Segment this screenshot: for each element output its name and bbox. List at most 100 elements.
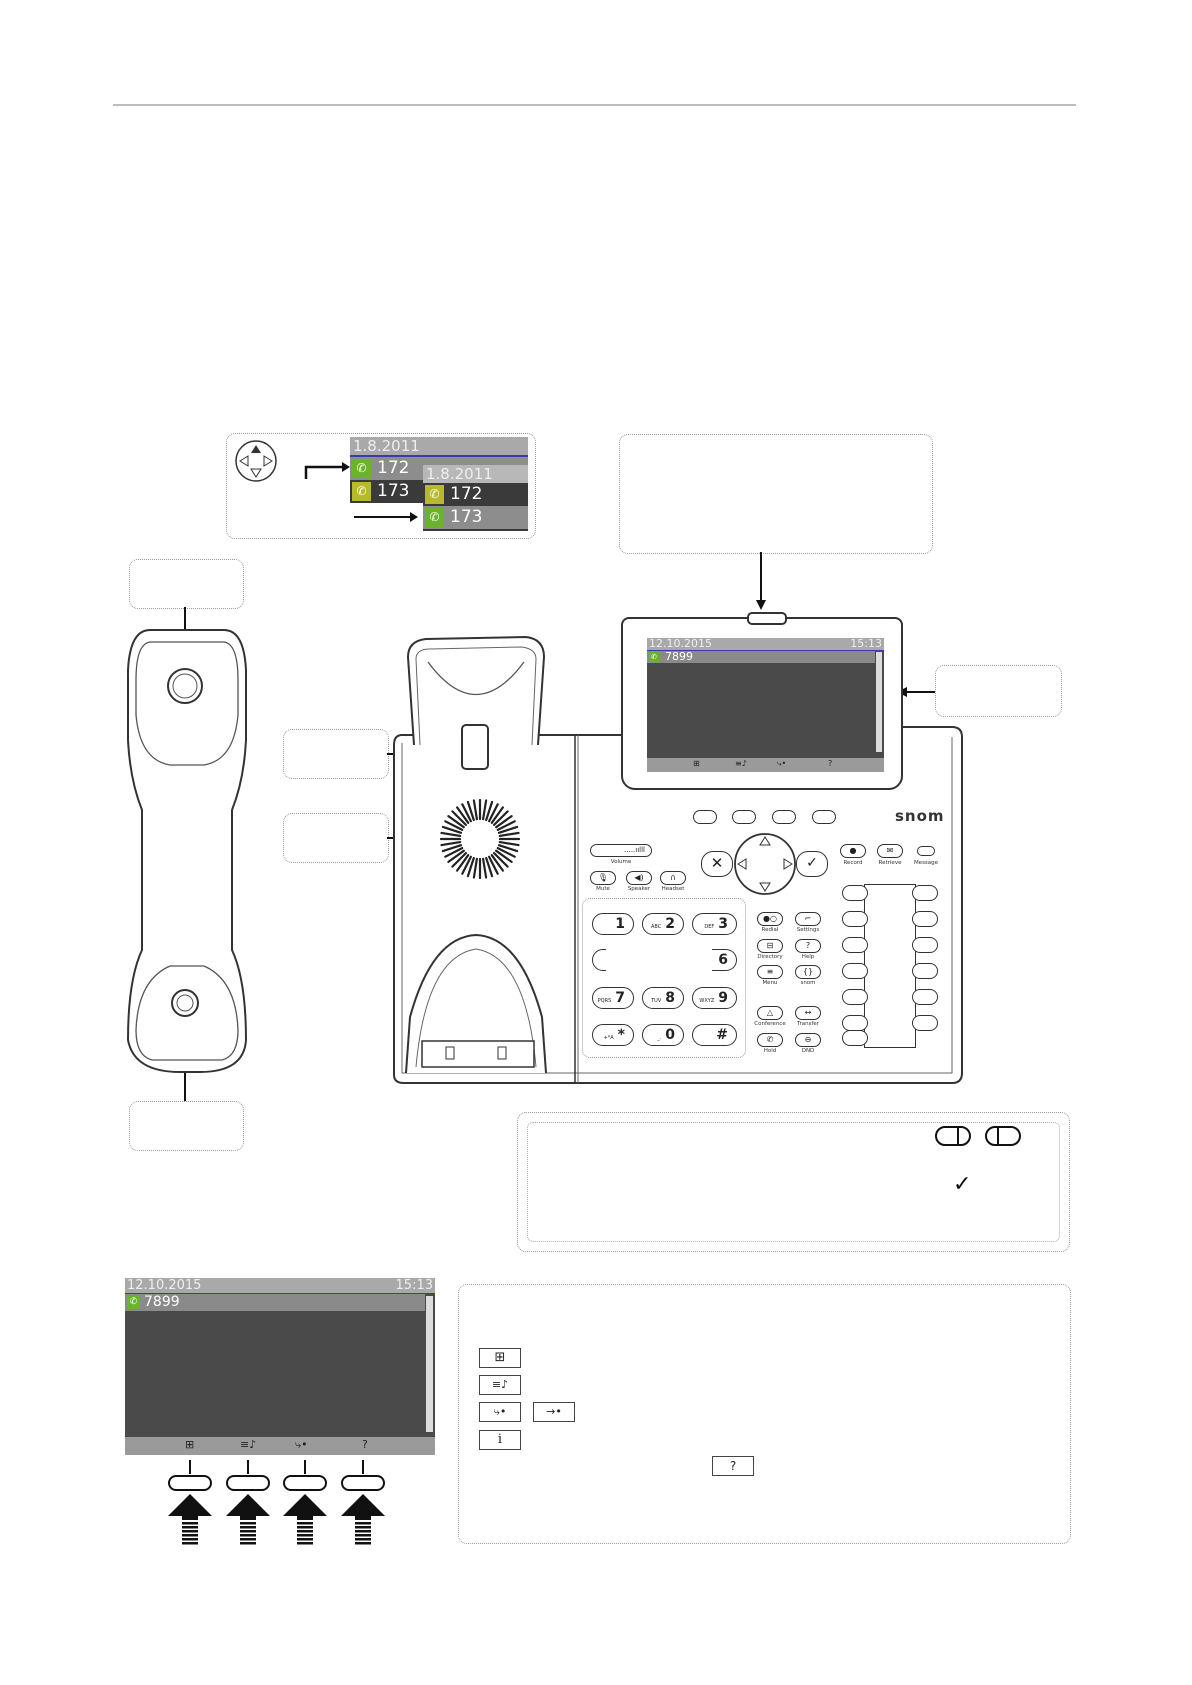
line-key-left-1[interactable]	[842, 885, 868, 901]
callout-handset-bottom	[129, 1101, 244, 1151]
key-star[interactable]: +*A*	[592, 1024, 634, 1046]
callout-display	[935, 665, 1062, 717]
key-0[interactable]: _.0	[642, 1024, 684, 1046]
list-icon: ≡♪	[735, 759, 747, 768]
function-key-1[interactable]	[693, 810, 717, 824]
checkmark-icon: ✓	[953, 1172, 972, 1197]
callout-handset-top	[129, 559, 244, 609]
phone-icon: ✆	[425, 508, 444, 527]
retrieve-button[interactable]: ✉	[877, 844, 903, 858]
redirect-icon: ⤷•	[479, 1402, 521, 1422]
function-key-3[interactable]	[772, 810, 796, 824]
phone-icon: ✆	[352, 482, 371, 501]
cancel-button[interactable]: ✕	[701, 851, 733, 877]
screen-time: 15:13	[395, 1278, 433, 1293]
screen-entry: 7899	[144, 1294, 180, 1310]
function-key-2[interactable]	[732, 810, 756, 824]
line-key-info-box	[517, 1112, 1070, 1252]
volume-label: Volume	[610, 859, 632, 865]
line-key-right-2[interactable]	[912, 911, 938, 927]
help-icon: ?	[712, 1456, 754, 1476]
transfer-button[interactable]: ↔	[795, 1006, 821, 1020]
screen-entry: 7899	[665, 650, 693, 663]
redial-label: Redial	[761, 927, 779, 933]
speaker-button[interactable]: ◀)	[626, 871, 652, 885]
redial-button[interactable]: ●○	[757, 912, 783, 926]
line-key-left-7[interactable]	[842, 1030, 868, 1046]
info-icon: i	[479, 1430, 521, 1450]
hold-button[interactable]: ✆	[757, 1033, 783, 1047]
nav-line-172: 172	[450, 484, 483, 504]
line-key-left-5[interactable]	[842, 989, 868, 1005]
settings-button[interactable]: ⌐	[795, 912, 821, 926]
line-key-left-3[interactable]	[842, 937, 868, 953]
retrieve-label: Retrieve	[878, 860, 902, 866]
line-key-right-4[interactable]	[912, 963, 938, 979]
screen-scrollbar	[426, 1296, 433, 1432]
softkey-legend-box	[458, 1284, 1071, 1544]
line-key-left-2[interactable]	[842, 911, 868, 927]
redirect-icon: ⤷•	[295, 1438, 308, 1451]
key-6[interactable]: 6	[712, 949, 737, 971]
conference-label: Conference	[754, 1021, 786, 1027]
function-key-4[interactable]	[812, 810, 836, 824]
line-key-left-6[interactable]	[842, 1015, 868, 1031]
headset-button[interactable]: ∩	[660, 871, 686, 885]
nav-screen-2-date: 1.8.2011	[423, 465, 528, 483]
help-button[interactable]: ?	[795, 939, 821, 953]
keypad-overlay	[606, 944, 716, 976]
line-key-right-5[interactable]	[912, 989, 938, 1005]
menu-label: Menu	[762, 980, 778, 986]
phone-icon: ✆	[425, 485, 444, 504]
nav-key-icon	[235, 440, 277, 482]
volume-key[interactable]: .....ıılll	[590, 844, 652, 857]
mute-label: Mute	[596, 886, 610, 892]
mute-button[interactable]: 🎙	[590, 871, 616, 885]
navigation-key[interactable]	[733, 832, 797, 896]
screen-date: 12.10.2015	[649, 637, 712, 650]
line-key-right-6[interactable]	[912, 1015, 938, 1031]
navigation-example-box	[226, 433, 536, 539]
speaker-grill	[439, 798, 521, 880]
nav-screen-2: 1.8.2011 ✆ 172 ✆ 173	[423, 465, 528, 531]
message-led	[747, 612, 787, 625]
softkey-arrows	[168, 1460, 385, 1545]
message-button[interactable]	[917, 846, 935, 856]
key-1[interactable]: 1	[592, 913, 634, 935]
line-key-right-3[interactable]	[912, 937, 938, 953]
nav-screen-1-date: 1.8.2011	[350, 437, 528, 457]
line-key-info-inner	[527, 1122, 1060, 1242]
conference-button[interactable]: △	[757, 1006, 783, 1020]
directory-button[interactable]: ⊟	[757, 939, 783, 953]
hold-label: Hold	[763, 1048, 777, 1054]
dnd-button[interactable]: ⊖	[795, 1033, 821, 1047]
menu-button[interactable]: ≡	[757, 965, 783, 979]
redirect-icon: ⤷•	[777, 759, 787, 768]
line-key-right-1[interactable]	[912, 885, 938, 901]
nav-line-173: 173	[377, 481, 410, 501]
transfer-label: Transfer	[796, 1021, 820, 1027]
snom-label: snom	[800, 980, 816, 986]
key-hash[interactable]: #	[692, 1024, 737, 1046]
line-key-left-4[interactable]	[842, 963, 868, 979]
forward-icon: →•	[533, 1402, 575, 1422]
snom-button[interactable]: {}	[795, 965, 821, 979]
phone-icon: ✆	[649, 652, 659, 662]
record-button[interactable]: ●	[840, 844, 866, 858]
speaker-label: Speaker	[627, 886, 651, 892]
phone-icon: ✆	[127, 1296, 140, 1309]
ok-button[interactable]: ✓	[796, 851, 828, 877]
dnd-label: DND	[801, 1048, 815, 1054]
line-key-icon	[935, 1126, 1021, 1146]
directory-icon: ⊞	[693, 759, 700, 768]
nav-line-173: 173	[450, 507, 483, 527]
headset-label: Headset	[661, 886, 685, 892]
help-label: Help	[801, 954, 815, 960]
list-icon: ≡♪	[240, 1438, 257, 1451]
handset	[126, 629, 248, 1073]
